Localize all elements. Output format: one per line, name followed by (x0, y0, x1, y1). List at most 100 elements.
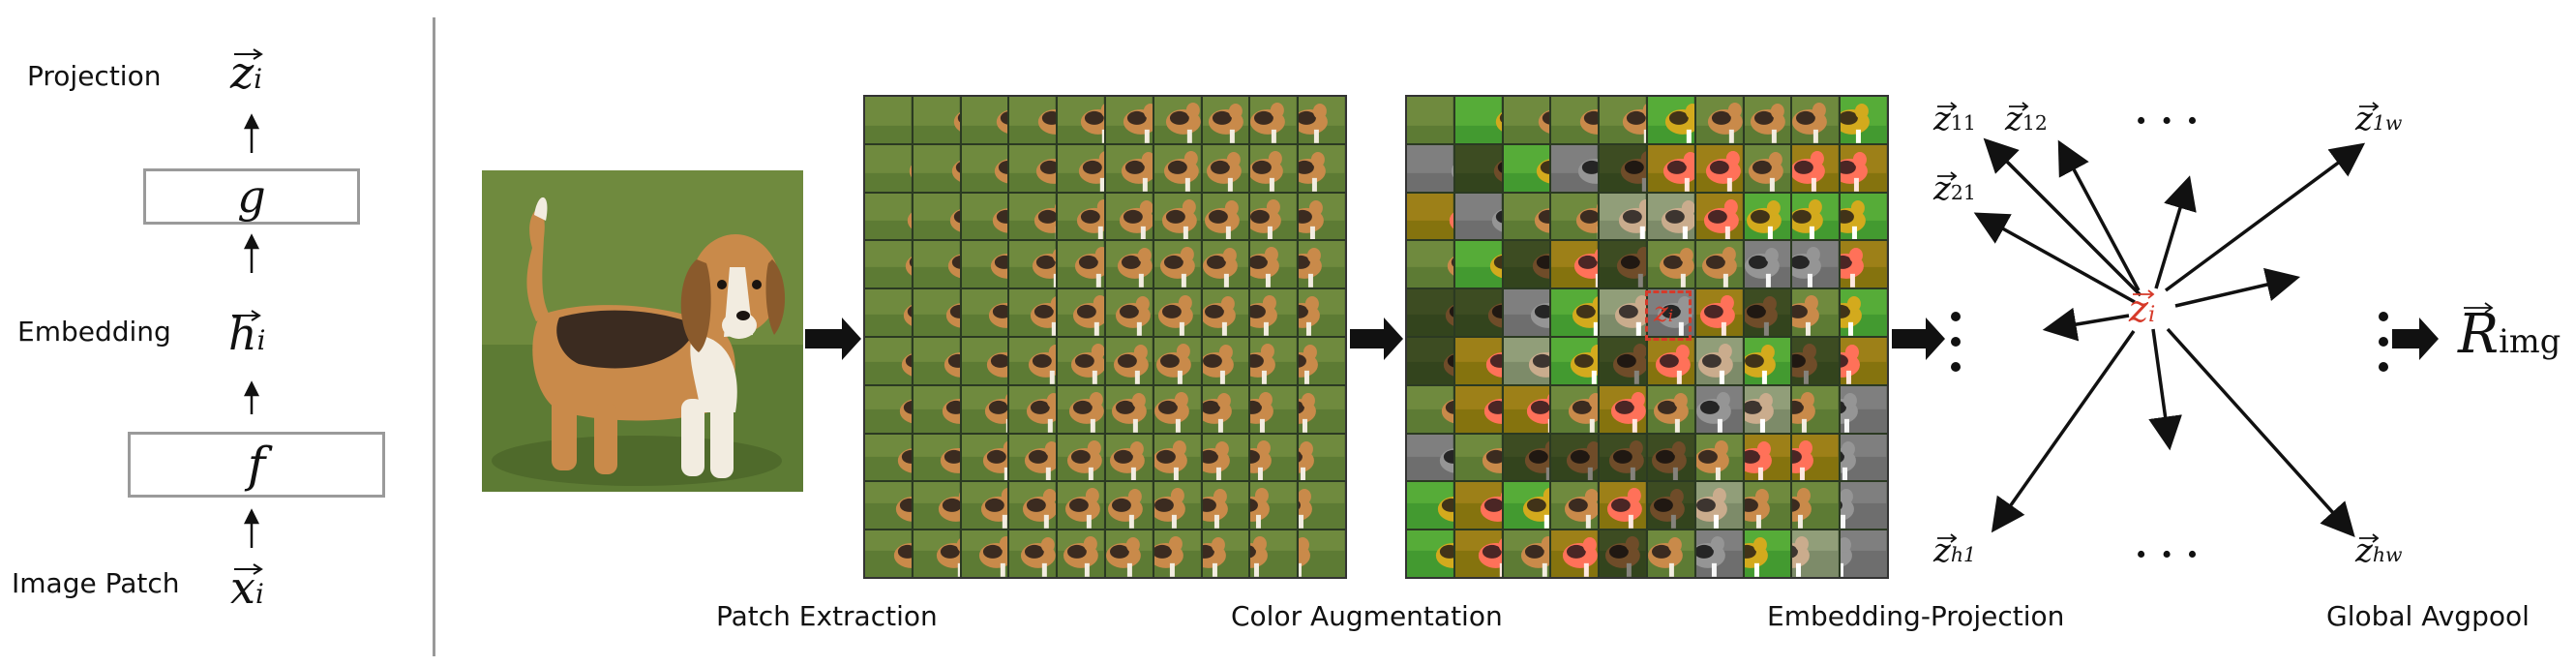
z-i-subscript: i (254, 63, 263, 95)
augmented-patch-tile (1503, 241, 1550, 288)
image-patch-tile (865, 193, 912, 240)
embedding-label: Embedding (17, 316, 171, 348)
augmented-patch-tile (1841, 482, 1887, 530)
image-patch-tile (1153, 482, 1201, 530)
augmented-patch-tile (1792, 97, 1840, 143)
color-augmentation-grid (1405, 95, 1889, 579)
patch-extraction-grid (863, 95, 1347, 579)
augmented-patch-tile (1551, 241, 1599, 288)
image-patch-tile (1202, 337, 1249, 384)
augmented-patch-tile (1841, 241, 1887, 288)
augmented-patch-tile (1503, 482, 1550, 530)
z21-label: z21 (1933, 169, 1976, 208)
augmented-patch-tile (1744, 434, 1791, 481)
augmented-patch-tile (1454, 97, 1502, 143)
augmented-patch-tile (1551, 289, 1599, 336)
image-patch-tile (1250, 434, 1298, 481)
arrow-to-output (2392, 318, 2439, 360)
color-augmentation-label: Color Augmentation (1231, 600, 1503, 632)
augmented-patch-tile (1841, 385, 1887, 433)
augmented-patch-tile (1407, 193, 1453, 240)
augmented-patch-tile (1551, 385, 1599, 433)
image-patch-tile (913, 530, 960, 577)
image-patch-tile (961, 144, 1008, 192)
augmented-patch-tile (1454, 385, 1502, 433)
highlighted-patch-box: zi (1645, 290, 1692, 341)
image-patch-tile (1299, 530, 1345, 577)
image-patch-tile (1299, 241, 1345, 288)
image-patch-tile (1009, 289, 1057, 336)
augmented-patch-tile (1792, 482, 1840, 530)
x-i-base: x (230, 561, 255, 614)
image-patch-tile (865, 434, 912, 481)
augmented-patch-tile (1647, 434, 1694, 481)
image-patch-tile (865, 385, 912, 433)
augmented-patch-tile (1744, 337, 1791, 384)
augmented-patch-tile (1454, 530, 1502, 577)
augmented-patch-tile (1454, 289, 1502, 336)
augmented-patch-tile (1503, 144, 1550, 192)
left-flow-arrows (243, 113, 260, 548)
image-patch-tile (1202, 482, 1249, 530)
image-patch-tile (961, 97, 1008, 143)
image-patch-tile (865, 530, 912, 577)
zhw-label: zhw (2355, 531, 2403, 570)
augmented-patch-tile (1695, 97, 1743, 143)
z11-label: z11 (1933, 100, 1976, 138)
augmented-patch-tile (1600, 289, 1646, 336)
augmented-patch-tile (1407, 97, 1453, 143)
image-patch-tile (1202, 97, 1249, 143)
image-patch-tile (865, 337, 912, 384)
image-patch-tile (1299, 289, 1345, 336)
z-i-symbol: zi (230, 50, 262, 95)
image-patch-tile (1009, 385, 1057, 433)
arrow-to-embedding (1892, 318, 1945, 360)
image-patch-tile (1202, 289, 1249, 336)
augmented-patch-tile (1792, 530, 1840, 577)
image-patch-tile (961, 530, 1008, 577)
image-patch-tile (1299, 385, 1345, 433)
projection-arrows (1973, 137, 2366, 538)
f-embedding-box: f (128, 432, 385, 498)
image-patch-tile (1009, 144, 1057, 192)
global-avgpool-label: Global Avgpool (2326, 600, 2530, 632)
patch-extraction-label: Patch Extraction (716, 600, 938, 632)
augmented-patch-tile (1647, 482, 1694, 530)
augmented-patch-tile (1503, 385, 1550, 433)
augmented-patch-tile (1744, 241, 1791, 288)
augmented-patch-tile (1695, 530, 1743, 577)
augmented-patch-tile (1600, 530, 1646, 577)
augmented-patch-tile (1841, 337, 1887, 384)
augmented-patch-tile (1647, 97, 1694, 143)
image-patch-tile (1153, 337, 1201, 384)
image-patch-label: Image Patch (12, 567, 180, 599)
augmented-patch-tile (1551, 434, 1599, 481)
image-patch-tile (1009, 482, 1057, 530)
image-patch-tile (1105, 385, 1153, 433)
g-projection-box: g (143, 168, 360, 225)
vertical-ellipsis-output (2379, 312, 2388, 387)
augmented-patch-tile (1841, 193, 1887, 240)
image-patch-tile (1250, 144, 1298, 192)
augmented-patch-tile (1744, 482, 1791, 530)
augmented-patch-tile (1841, 434, 1887, 481)
image-patch-tile (1299, 193, 1345, 240)
highlighted-patch-label: zi (1654, 296, 1674, 328)
augmented-patch-tile (1600, 482, 1646, 530)
image-patch-tile (1153, 97, 1201, 143)
augmented-patch-tile (1600, 97, 1646, 143)
image-patch-tile (1299, 337, 1345, 384)
image-patch-tile (1299, 434, 1345, 481)
x-i-subscript: i (255, 578, 264, 610)
image-patch-tile (1058, 530, 1104, 577)
z12-label: z12 (2005, 100, 2048, 138)
panel-divider (433, 17, 435, 656)
augmented-patch-tile (1647, 289, 1694, 336)
augmented-patch-tile (1503, 337, 1550, 384)
image-patch-tile (913, 97, 960, 143)
augmented-patch-tile (1695, 434, 1743, 481)
augmented-patch-tile (1600, 193, 1646, 240)
augmented-patch-tile (1407, 434, 1453, 481)
augmented-patch-tile (1744, 530, 1791, 577)
